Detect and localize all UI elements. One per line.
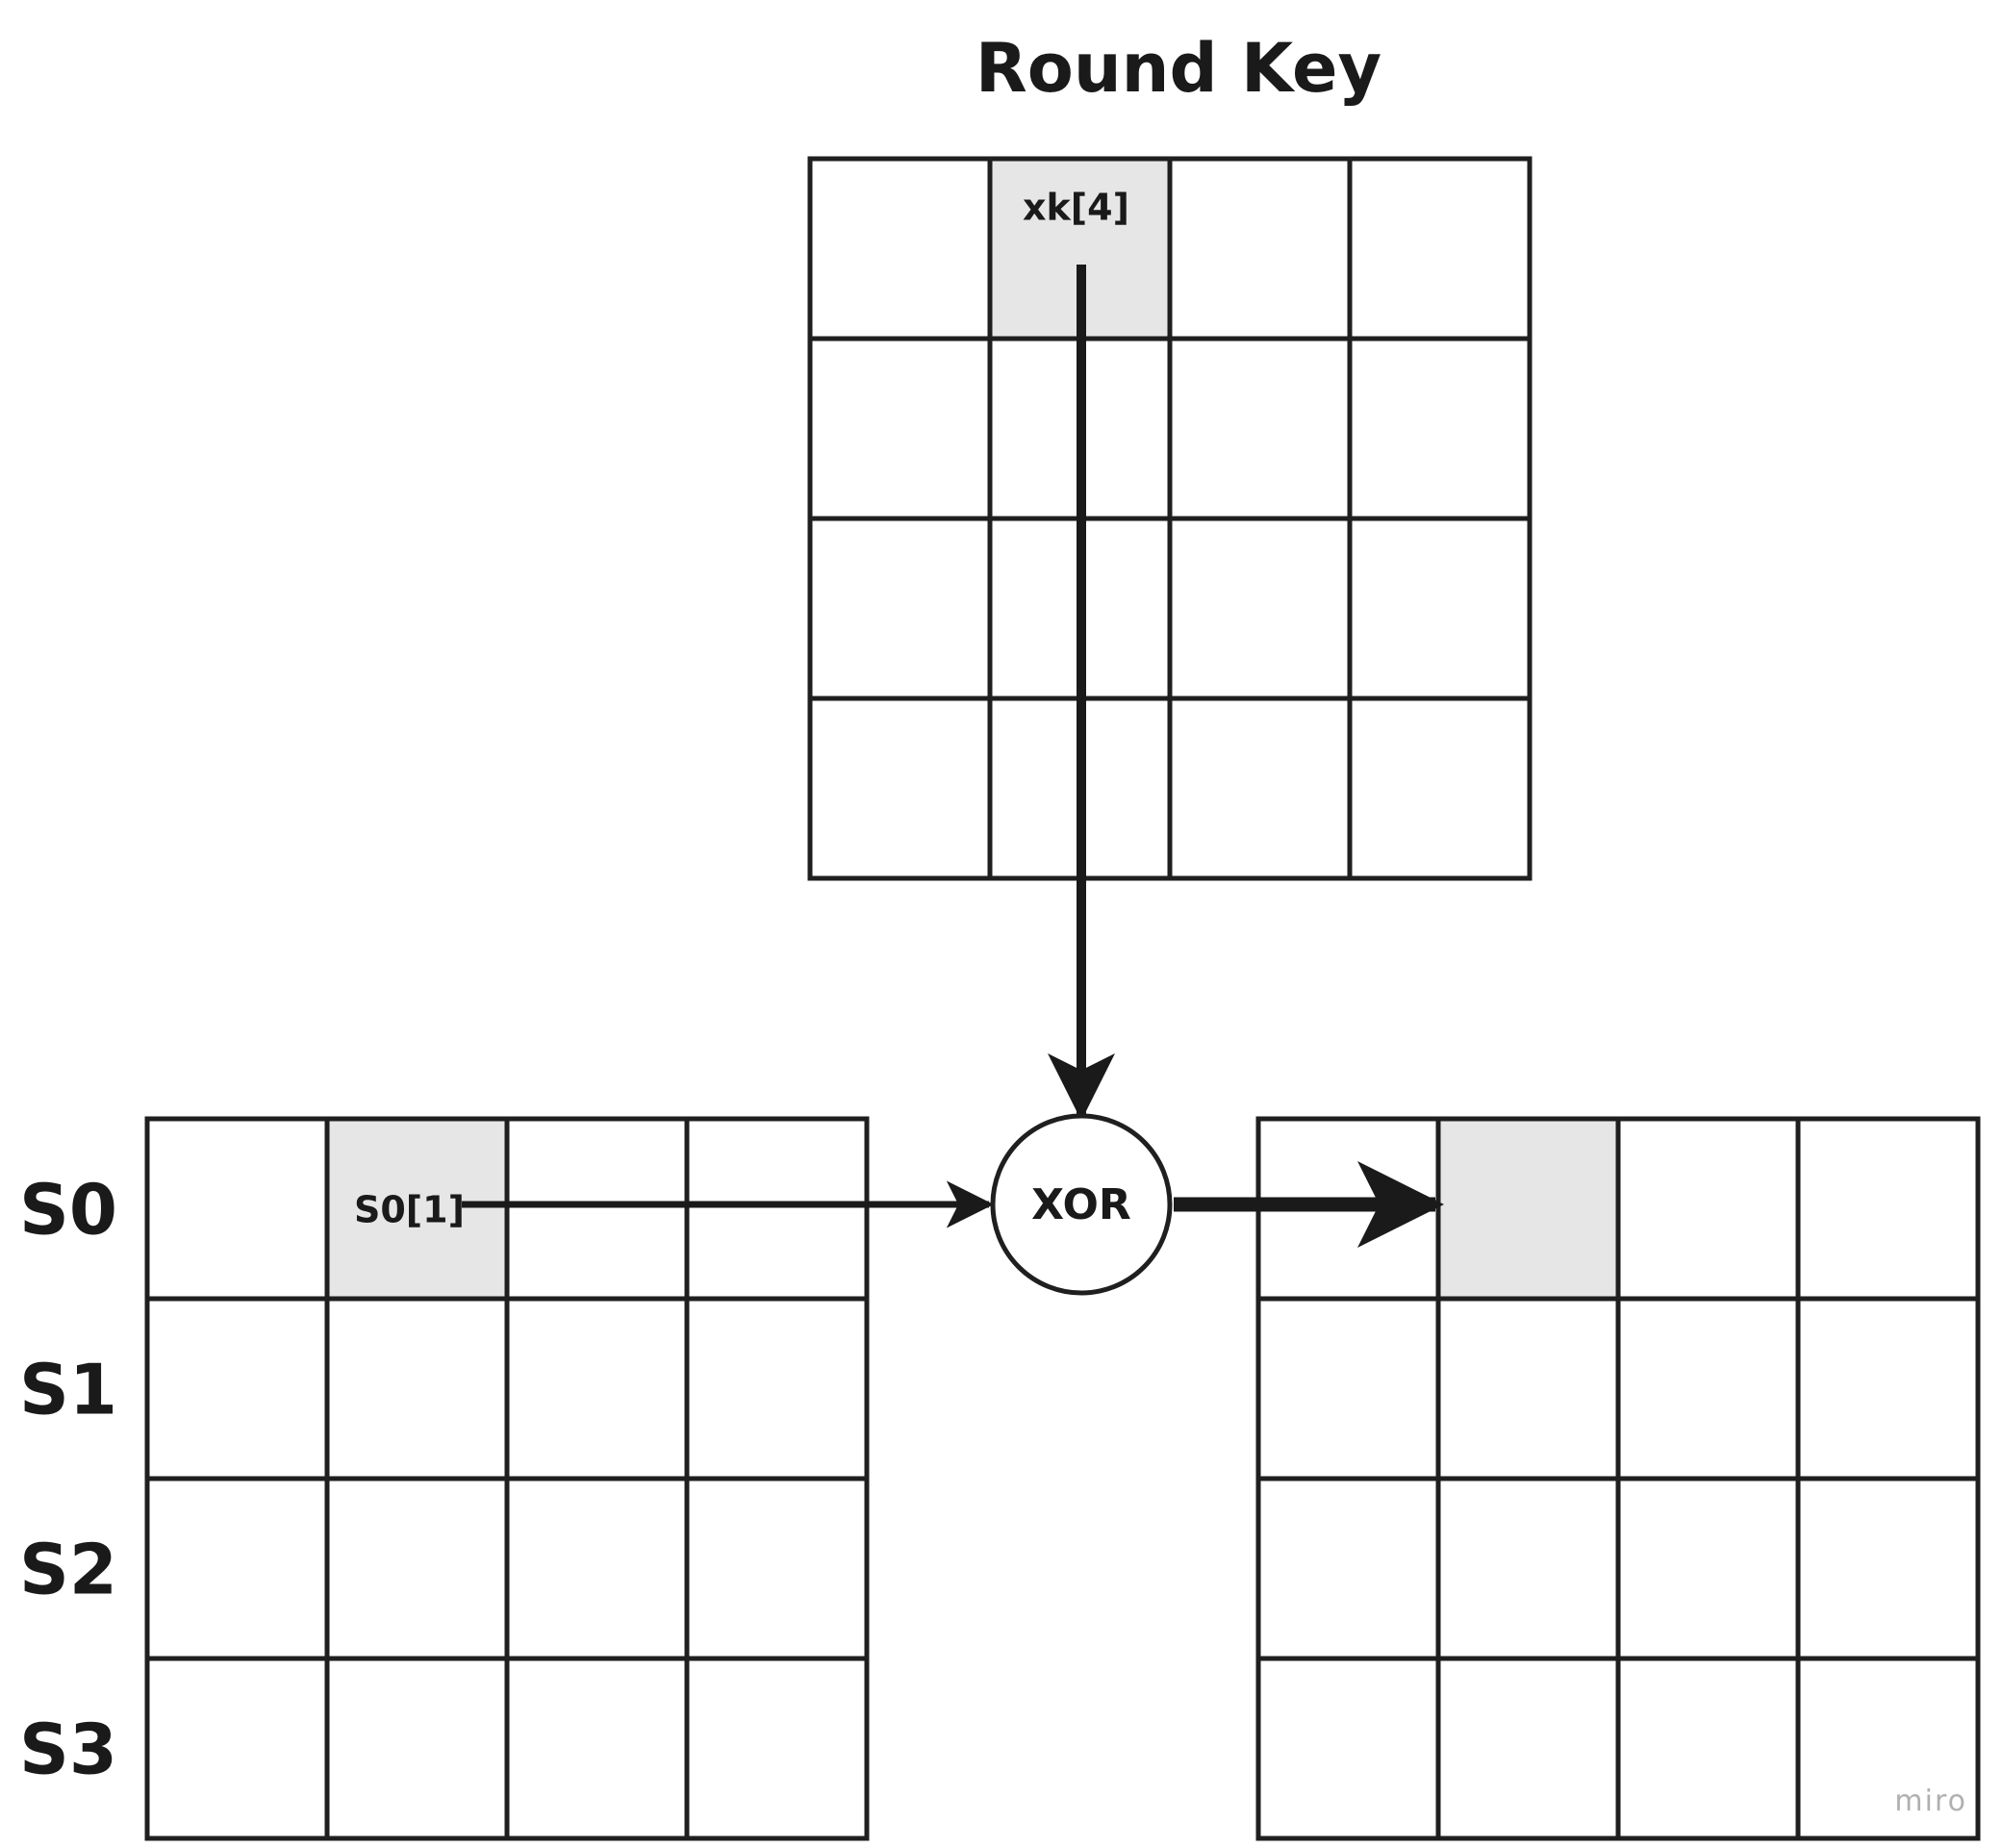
state-cell-r2-c1 [324,1476,510,1661]
result-cell-r1-c1 [1435,1296,1621,1481]
state-row-label-s2: S2 [19,1530,117,1610]
diagram-title: Round Key [976,29,1381,108]
round-key-cell-r2-c0 [807,516,993,701]
round-key-cell-r1-c3 [1347,336,1533,521]
state-cell-r2-c2 [504,1476,690,1661]
result-cell-r3-c0 [1255,1656,1441,1841]
miro-watermark: miro [1894,1785,1967,1818]
result-cell-r0-c1 [1435,1116,1621,1302]
state-cell-r3-c3 [684,1656,870,1841]
round-key-cell-r2-c2 [1167,516,1353,701]
result-cell-r3-c3 [1795,1656,1981,1841]
state-cell-r0-c2 [504,1116,690,1302]
state-row-label-s0: S0 [19,1170,117,1251]
state-cell-r3-c2 [504,1656,690,1841]
state-cell-r1-c3 [684,1296,870,1481]
state-grid: S0[1] [144,1116,870,1841]
state-cell-r3-c1 [324,1656,510,1841]
result-cell-r1-c0 [1255,1296,1441,1481]
result-cell-r1-c2 [1615,1296,1801,1481]
state-cell-r0-c0 [144,1116,330,1302]
round-key-grid: xk[4] [807,156,1533,881]
result-cell-r0-c3 [1795,1116,1981,1302]
state-cell-r1-c2 [504,1296,690,1481]
round-key-highlight-label: xk[4] [1023,187,1129,229]
result-cell-r3-c1 [1435,1656,1621,1841]
state-highlight-label: S0[1] [354,1189,465,1231]
state-row-label-s3: S3 [19,1709,117,1790]
state-cell-r2-c0 [144,1476,330,1661]
round-key-cell-r0-c2 [1167,156,1353,342]
result-cell-r2-c1 [1435,1476,1621,1661]
xor-operator-label: XOR [1031,1180,1131,1229]
result-cell-r2-c3 [1795,1476,1981,1661]
state-cell-r1-c0 [144,1296,330,1481]
state-cell-r0-c3 [684,1116,870,1302]
state-cell-r1-c1 [324,1296,510,1481]
result-cell-r0-c2 [1615,1116,1801,1302]
result-cell-r3-c2 [1615,1656,1801,1841]
state-cell-r3-c0 [144,1656,330,1841]
state-cell-r2-c3 [684,1476,870,1661]
result-grid [1255,1116,1981,1841]
round-key-cell-r0-c3 [1347,156,1533,342]
round-key-cell-r2-c3 [1347,516,1533,701]
result-cell-r2-c0 [1255,1476,1441,1661]
round-key-cell-r3-c3 [1347,696,1533,881]
result-cell-r2-c2 [1615,1476,1801,1661]
xor-operator-circle [990,1113,1173,1296]
round-key-cell-r0-c0 [807,156,993,342]
round-key-cell-r1-c2 [1167,336,1353,521]
result-cell-r1-c3 [1795,1296,1981,1481]
round-key-cell-r3-c2 [1167,696,1353,881]
round-key-cell-r3-c0 [807,696,993,881]
round-key-cell-r1-c0 [807,336,993,521]
state-row-label-s1: S1 [19,1350,117,1430]
